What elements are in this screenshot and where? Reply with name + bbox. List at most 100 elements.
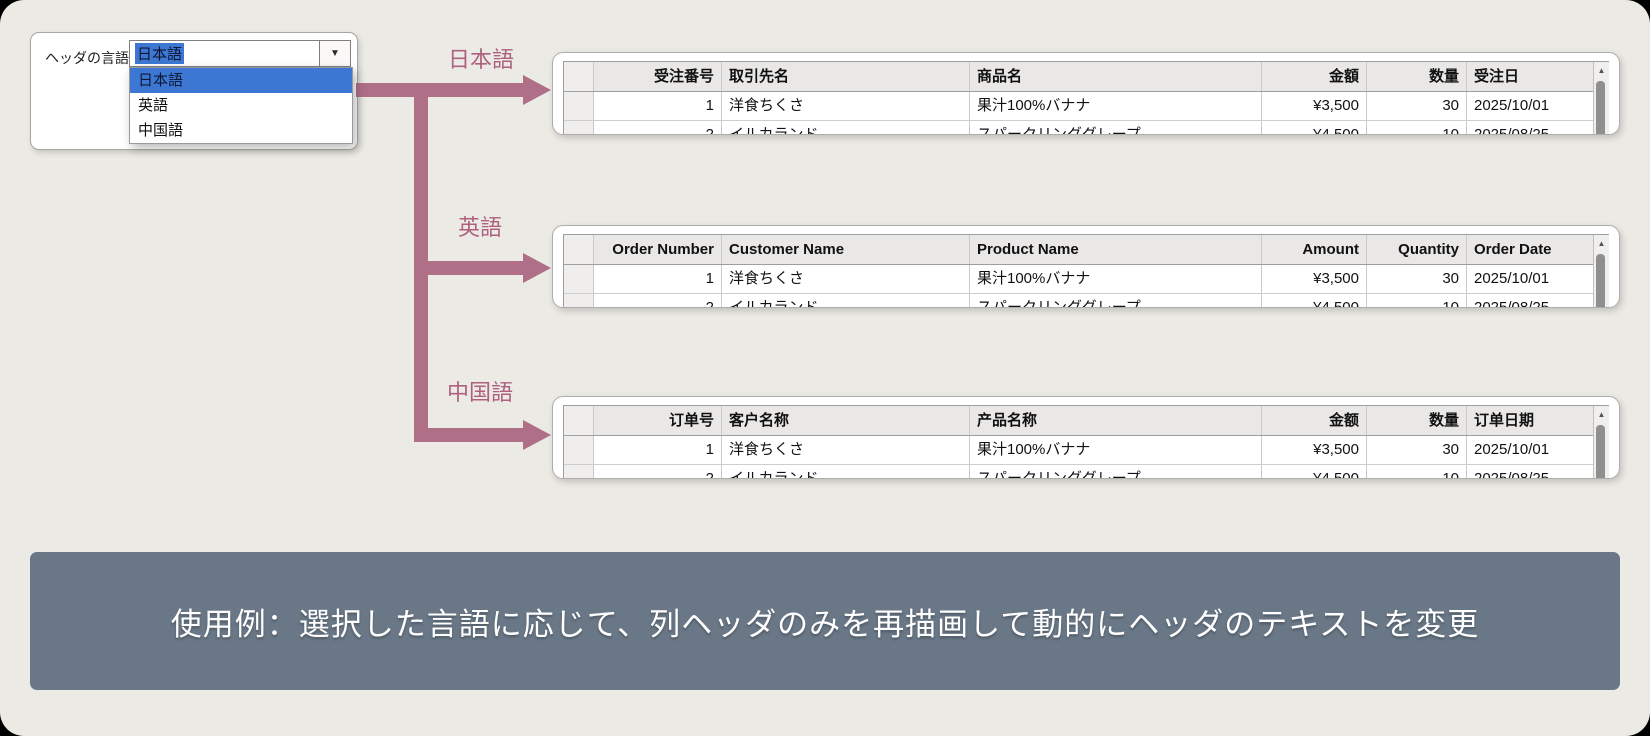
table-cell[interactable]: イルカランド bbox=[722, 294, 970, 307]
column-header[interactable]: 受注日 bbox=[1474, 68, 1520, 85]
language-dropdown-list: 日本語英語中国語 bbox=[129, 67, 353, 144]
vertical-scrollbar[interactable]: ▲ bbox=[1593, 235, 1609, 307]
column-header[interactable]: 产品名称 bbox=[970, 406, 1262, 435]
usage-caption-bar: 使用例：選択した言語に応じて、列ヘッダのみを再描画して動的にヘッダのテキストを変… bbox=[30, 552, 1620, 690]
column-header[interactable] bbox=[564, 406, 594, 435]
connector-branch-english bbox=[414, 261, 523, 275]
table-cell[interactable]: ¥3,500 bbox=[1262, 436, 1367, 464]
dropdown-option[interactable]: 日本語 bbox=[130, 68, 352, 93]
table-cell[interactable]: スパークリンググレープ bbox=[970, 294, 1262, 307]
dropdown-option[interactable]: 中国語 bbox=[138, 122, 184, 139]
table-cell[interactable]: 2025/10/01 bbox=[1474, 441, 1550, 458]
table-cell[interactable]: 10 bbox=[1367, 465, 1467, 478]
combobox-dropdown-button[interactable]: ▼ bbox=[319, 40, 351, 67]
table-cell[interactable]: 洋食ちくさ bbox=[722, 92, 970, 120]
column-header[interactable]: 订单号 bbox=[594, 406, 722, 435]
table-cell[interactable] bbox=[564, 92, 594, 120]
language-selector-panel: ヘッダの言語： 日本語 ▼ 日本語英語中国語 bbox=[30, 32, 358, 150]
column-header[interactable] bbox=[564, 62, 594, 91]
combobox-selected-text: 日本語 bbox=[135, 43, 185, 64]
arrowhead-icon bbox=[523, 253, 551, 283]
column-header[interactable]: 取引先名 bbox=[722, 62, 970, 91]
column-header[interactable]: 商品名 bbox=[970, 62, 1262, 91]
table-cell[interactable] bbox=[564, 465, 594, 478]
column-header[interactable] bbox=[564, 235, 594, 264]
column-header[interactable]: Quantity bbox=[1367, 235, 1467, 264]
table-cell[interactable]: イルカランド bbox=[722, 465, 970, 478]
combobox-value-field[interactable]: 日本語 bbox=[129, 40, 320, 67]
table-cell[interactable] bbox=[564, 436, 594, 464]
column-header[interactable]: 客户名称 bbox=[722, 406, 970, 435]
table-cell[interactable] bbox=[564, 121, 594, 134]
chevron-down-icon: ▼ bbox=[330, 48, 340, 59]
table-cell[interactable]: 果汁100%バナナ bbox=[970, 436, 1262, 464]
table-cell[interactable]: 10 bbox=[1367, 121, 1467, 134]
table-cell[interactable]: ¥3,500 bbox=[1262, 265, 1367, 293]
table-cell[interactable]: 2 bbox=[594, 294, 722, 307]
table-cell[interactable]: 果汁100%バナナ bbox=[970, 265, 1262, 293]
column-header[interactable]: 金额 bbox=[1262, 406, 1367, 435]
table-cell[interactable]: 1 bbox=[594, 92, 722, 120]
table-cell[interactable]: 2025/08/25 bbox=[1474, 470, 1550, 479]
table-cell[interactable]: 洋食ちくさ bbox=[722, 265, 970, 293]
table-cell[interactable]: イルカランド bbox=[722, 121, 970, 134]
table-cell[interactable]: 果汁100%バナナ bbox=[970, 92, 1262, 120]
table-cell[interactable]: 2025/10/01 bbox=[1474, 97, 1550, 114]
table-cell[interactable]: ¥3,500 bbox=[1262, 92, 1367, 120]
header-row: 订单号客户名称产品名称金额数量订单日期 bbox=[564, 406, 1593, 436]
table-cell[interactable]: 2 bbox=[594, 121, 722, 134]
table-cell[interactable]: スパークリンググレープ bbox=[970, 121, 1262, 134]
table-cell[interactable]: 2 bbox=[594, 465, 722, 478]
column-header[interactable]: Order Date bbox=[1474, 241, 1552, 258]
table-cell[interactable]: 1 bbox=[594, 436, 722, 464]
table-cell[interactable] bbox=[564, 294, 594, 307]
column-header[interactable]: Product Name bbox=[970, 235, 1262, 264]
table-cell[interactable]: ¥4,500 bbox=[1262, 121, 1367, 134]
column-header[interactable]: 数量 bbox=[1367, 62, 1467, 91]
column-header[interactable]: Amount bbox=[1262, 235, 1367, 264]
table-cell[interactable]: 洋食ちくさ bbox=[722, 436, 970, 464]
column-header[interactable]: 受注番号 bbox=[594, 62, 722, 91]
table-cell[interactable]: スパークリンググレープ bbox=[970, 465, 1262, 478]
usage-caption-text: 使用例：選択した言語に応じて、列ヘッダのみを再描画して動的にヘッダのテキストを変… bbox=[170, 606, 1480, 642]
scrollbar-thumb[interactable] bbox=[1596, 254, 1605, 307]
table-cell[interactable]: 30 bbox=[1367, 92, 1467, 120]
language-combobox[interactable]: 日本語 ▼ bbox=[129, 40, 351, 67]
vertical-scrollbar[interactable]: ▲ bbox=[1593, 406, 1609, 478]
scrollbar-thumb[interactable] bbox=[1596, 425, 1605, 478]
dropdown-option[interactable]: 英語 bbox=[138, 97, 169, 114]
table-cell[interactable]: 10 bbox=[1367, 294, 1467, 307]
scroll-up-icon[interactable]: ▲ bbox=[1597, 66, 1606, 75]
scroll-up-icon[interactable]: ▲ bbox=[1597, 239, 1606, 248]
branch-label-chinese: 中国語 bbox=[447, 380, 514, 405]
column-header[interactable]: 金額 bbox=[1262, 62, 1367, 91]
column-header[interactable]: Customer Name bbox=[722, 235, 970, 264]
column-header[interactable]: 数量 bbox=[1367, 406, 1467, 435]
scroll-up-icon[interactable]: ▲ bbox=[1597, 410, 1606, 419]
table-cell[interactable]: ¥4,500 bbox=[1262, 294, 1367, 307]
column-header[interactable]: 订单日期 bbox=[1474, 412, 1535, 429]
table-cell[interactable] bbox=[564, 265, 594, 293]
scrollbar-thumb[interactable] bbox=[1596, 81, 1605, 134]
table-cell[interactable]: 30 bbox=[1367, 265, 1467, 293]
table-cell[interactable]: 30 bbox=[1367, 436, 1467, 464]
column-header[interactable]: Order Number bbox=[594, 235, 722, 264]
table-cell[interactable]: 1 bbox=[594, 265, 722, 293]
table-cell[interactable]: ¥4,500 bbox=[1262, 465, 1367, 478]
table-cell[interactable]: 2025/08/25 bbox=[1474, 126, 1550, 135]
table-cell[interactable]: 2025/08/25 bbox=[1474, 299, 1550, 308]
vertical-scrollbar[interactable]: ▲ bbox=[1593, 62, 1609, 134]
table-cell[interactable]: 2025/10/01 bbox=[1474, 270, 1550, 287]
header-row: 受注番号取引先名商品名金額数量受注日 bbox=[564, 62, 1593, 92]
arrowhead-icon bbox=[523, 75, 551, 105]
